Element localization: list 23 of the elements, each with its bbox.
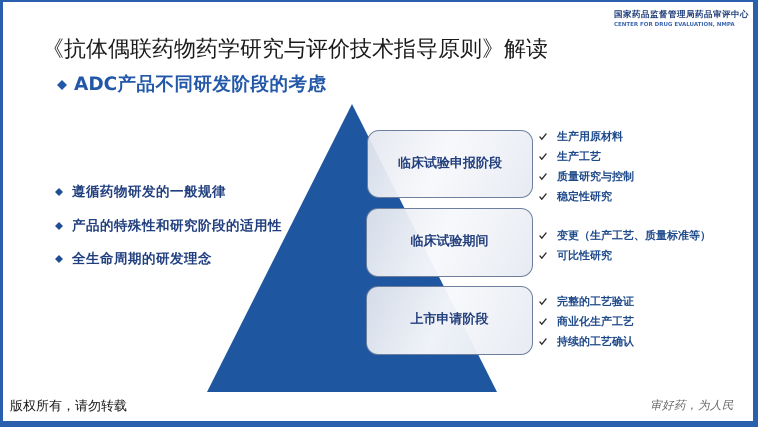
checklist-item: 持续的工艺确认 [557, 335, 634, 349]
checklist-item: 变更（生产工艺、质量标准等） [557, 229, 711, 243]
checklist-item: 生产工艺 [557, 150, 601, 164]
bullet-text: 全生命周期的研发理念 [72, 250, 212, 268]
checklist-item: 稳定性研究 [557, 190, 612, 204]
stage-box [366, 286, 533, 355]
stage-box [367, 130, 533, 198]
checklist-item: 完整的工艺验证 [557, 295, 634, 309]
slide-title: 《抗体偶联药物药学研究与评价技术指导原则》解读 [42, 36, 548, 64]
checklist-item: 质量研究与控制 [557, 170, 634, 184]
stage-label: 临床试验申报阶段 [398, 156, 502, 172]
bullet-text: 产品的特殊性和研究阶段的适用性 [72, 218, 282, 234]
footer-note: 版权所有，请勿转载 [10, 399, 127, 415]
agency-name: 国家药品监督管理局药品审评中心 [614, 10, 749, 20]
bullet-text: 遵循药物研发的一般规律 [72, 184, 226, 200]
checklist-item: 商业化生产工艺 [557, 315, 634, 329]
stage-label: 上市申请阶段 [410, 312, 488, 329]
footer-slogan: 审好药，为人民 [650, 399, 734, 413]
stage-box [366, 208, 533, 277]
checklist-item: 可比性研究 [557, 248, 612, 262]
checklist-item: 生产用原材料 [557, 130, 623, 144]
section-heading: ADC产品不同研发阶段的考虑 [74, 74, 326, 96]
stage-label: 临床试验期间 [410, 234, 488, 251]
